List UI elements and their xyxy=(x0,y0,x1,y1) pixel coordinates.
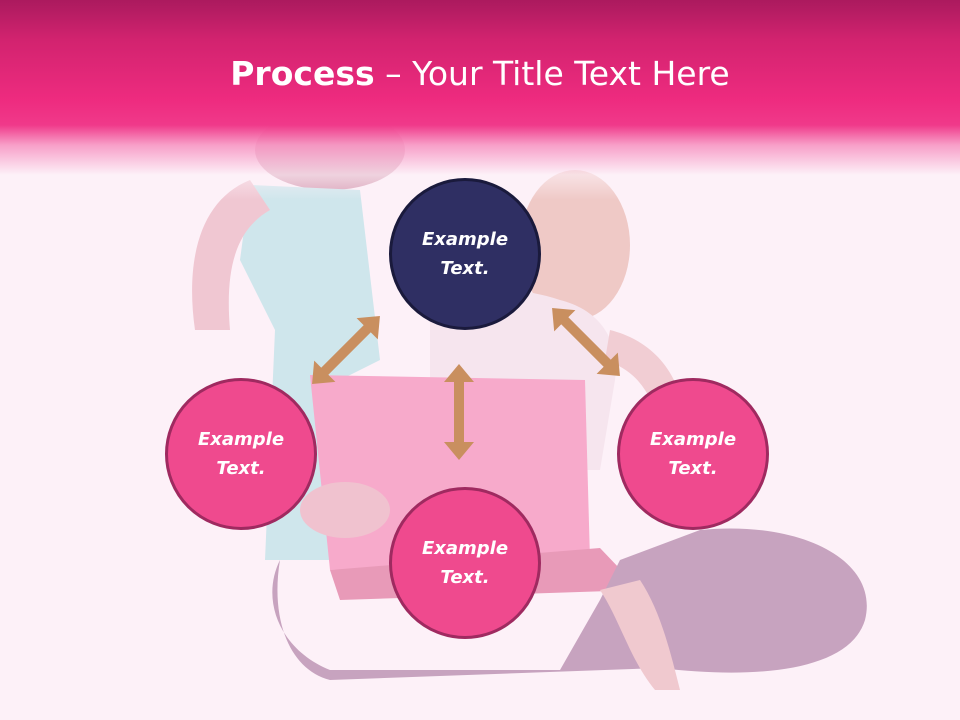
photo-jeans xyxy=(272,528,867,680)
photo-baby-legs xyxy=(600,580,680,690)
photo-hand xyxy=(300,482,390,538)
slide-title-rest: – Your Title Text Here xyxy=(374,54,730,93)
arrow-top-right xyxy=(552,308,620,376)
arrow-vertical xyxy=(444,364,474,460)
photo-arm xyxy=(192,180,270,330)
title-bar xyxy=(0,0,960,200)
node-right[interactable]: Example Text. xyxy=(617,378,769,530)
slide-title-bold: Process xyxy=(230,54,375,93)
node-bottom[interactable]: Example Text. xyxy=(389,487,541,639)
arrow-top-left xyxy=(312,316,380,384)
photo-baby-head xyxy=(520,170,630,320)
slide-title: Process – Your Title Text Here xyxy=(0,52,960,96)
node-left[interactable]: Example Text. xyxy=(165,378,317,530)
node-top[interactable]: Example Text. xyxy=(389,178,541,330)
